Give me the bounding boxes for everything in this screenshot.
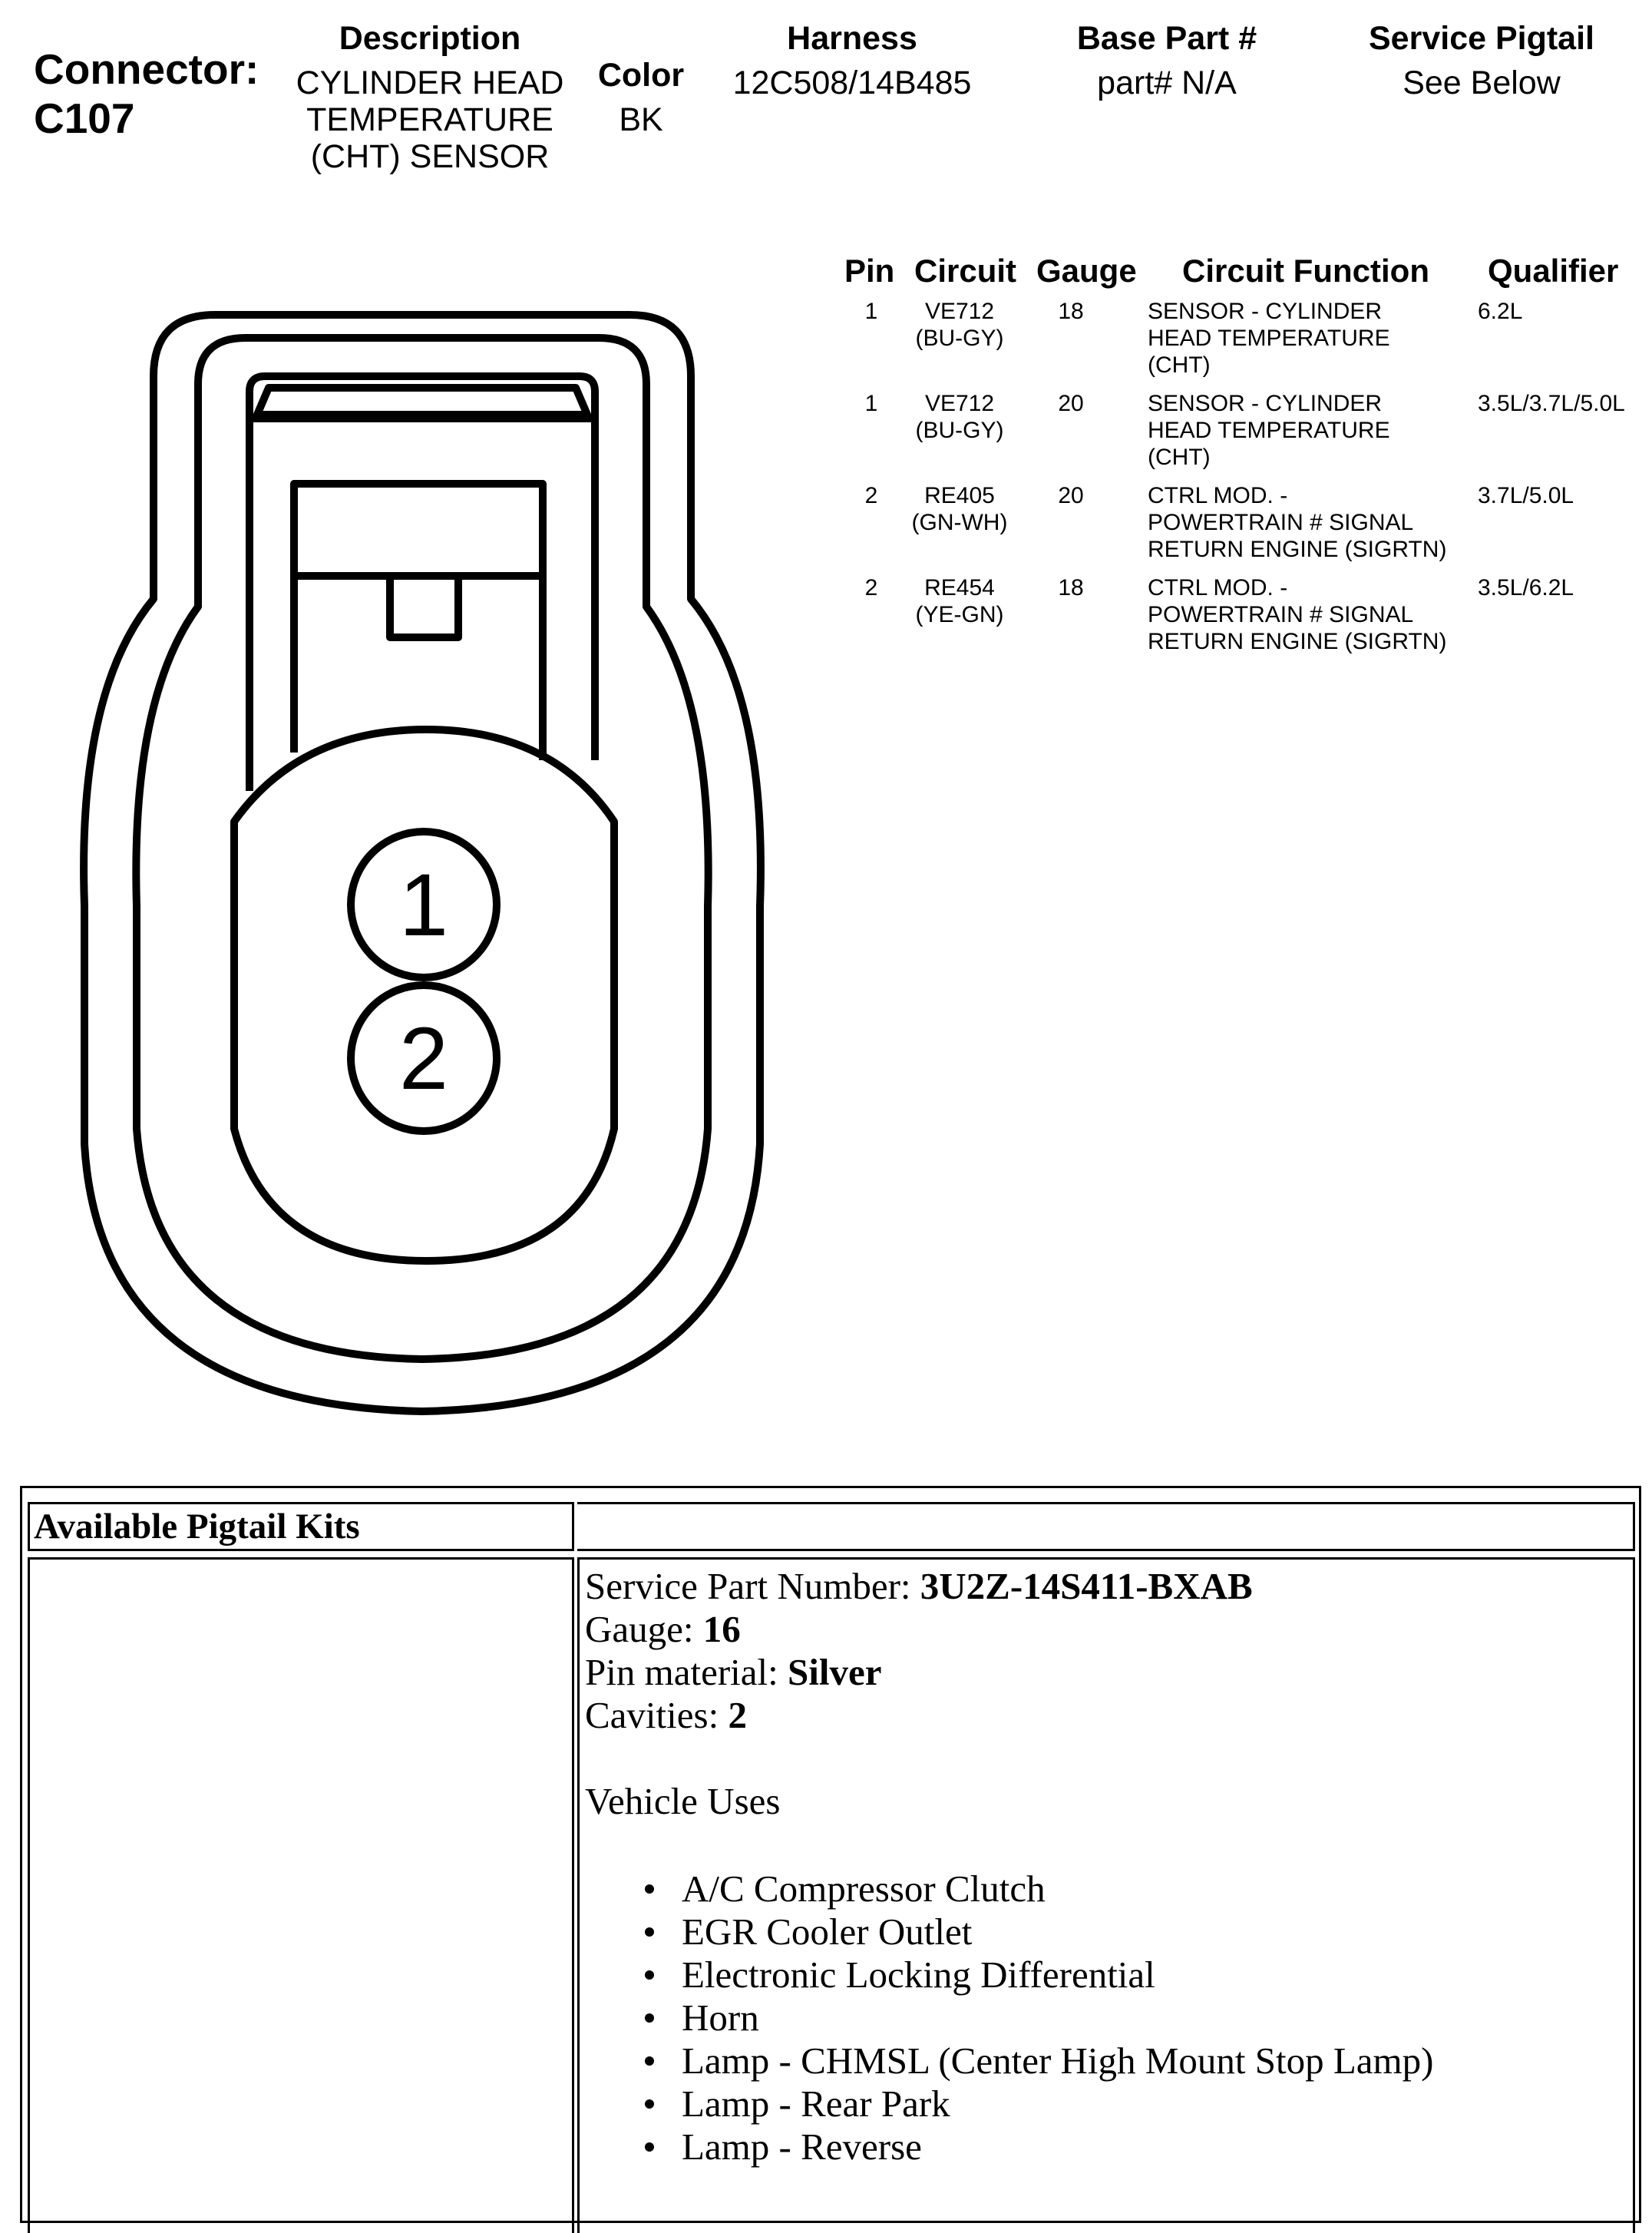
- description-value: CYLINDER HEAD TEMPERATURE (CHT) SENSOR: [292, 65, 568, 175]
- vehicle-use-item: A/C Compressor Clutch: [637, 1867, 1433, 1910]
- color-value: BK: [619, 101, 663, 138]
- service-pigtail-column: Service Pigtail See Below: [1336, 20, 1627, 101]
- circuit-cell: VE712 (BU-GY): [915, 391, 1004, 443]
- cavities-line: Cavities: 2: [585, 1694, 1253, 1737]
- harness-column: Harness 12C508/14B485: [714, 20, 990, 101]
- circuit-cell: RE454 (YE-GN): [915, 575, 1004, 627]
- housing-inner-outline: [132, 334, 712, 1363]
- vehicle-use-item: Electronic Locking Differential: [637, 1953, 1433, 1996]
- pigtail-kits-header-cell: [28, 1502, 574, 1551]
- harness-heading: Harness: [787, 20, 917, 57]
- color-column: Color BK: [583, 57, 699, 138]
- gauge-cell: 20: [1058, 483, 1084, 508]
- description-column: Description CYLINDER HEAD TEMPERATURE (C…: [292, 20, 568, 175]
- pin-cell: 2: [864, 575, 878, 600]
- cavities-label: Cavities:: [585, 1694, 729, 1736]
- description-line: TEMPERATURE: [306, 101, 553, 138]
- connector-label: Connector:: [34, 45, 259, 93]
- function-cell: CTRL MOD. - POWERTRAIN # SIGNAL RETURN E…: [1148, 575, 1447, 654]
- pigtail-kits-title: Available Pigtail Kits: [34, 1507, 360, 1547]
- base-part-value: part# N/A: [1097, 65, 1237, 101]
- pin-2-label: 2: [399, 1010, 448, 1108]
- locking-tab-notch: [386, 576, 462, 641]
- harness-value: 12C508/14B485: [732, 65, 972, 101]
- base-part-heading: Base Part #: [1076, 20, 1257, 57]
- connector-label-block: Connector: C107: [34, 45, 259, 143]
- gauge-value: 16: [702, 1608, 741, 1650]
- pin-cell: 1: [864, 299, 878, 324]
- latch-top-bar: [253, 384, 591, 418]
- pin-header: Pin: [844, 253, 895, 289]
- vehicle-uses-list: A/C Compressor Clutch EGR Cooler Outlet …: [637, 1867, 1433, 2168]
- locking-tab: [290, 480, 547, 760]
- vehicle-uses-title: Vehicle Uses: [585, 1780, 781, 1822]
- gauge-cell: 18: [1058, 299, 1084, 324]
- color-heading: Color: [597, 57, 685, 94]
- circuit-cell: RE405 (GN-WH): [911, 483, 1008, 535]
- pigtail-kit-info: Service Part Number: 3U2Z-14S411-BXAB Ga…: [585, 1565, 1253, 1737]
- function-cell: SENSOR - CYLINDER HEAD TEMPERATURE (CHT): [1148, 391, 1390, 470]
- function-cell: CTRL MOD. - POWERTRAIN # SIGNAL RETURN E…: [1148, 483, 1447, 562]
- base-part-column: Base Part # part# N/A: [1029, 20, 1305, 101]
- vehicle-use-item: Lamp - Rear Park: [637, 2082, 1433, 2125]
- vehicle-use-item: Lamp - Reverse: [637, 2125, 1433, 2168]
- pin-cell: 2: [864, 483, 878, 508]
- description-line: CYLINDER HEAD: [296, 65, 564, 101]
- pin-material-value: Silver: [788, 1651, 882, 1693]
- circuit-header: Circuit: [914, 253, 1017, 289]
- service-pigtail-value: See Below: [1403, 65, 1561, 101]
- pin-1-circle: [347, 828, 501, 981]
- pigtail-details-cell: [577, 1557, 1635, 2233]
- gauge-label: Gauge:: [585, 1608, 703, 1650]
- vehicle-use-item: Lamp - CHMSL (Center High Mount Stop Lam…: [637, 2039, 1433, 2082]
- qualifier-cell: 6.2L: [1478, 299, 1523, 324]
- pin-1-label: 1: [399, 856, 448, 954]
- cavities-value: 2: [728, 1694, 747, 1736]
- gauge-cell: 20: [1058, 391, 1084, 416]
- qualifier-cell: 3.7L/5.0L: [1478, 483, 1574, 508]
- latch-channel: [246, 372, 599, 791]
- pin-material-label: Pin material:: [585, 1651, 788, 1693]
- gauge-cell: 18: [1058, 575, 1084, 600]
- vehicle-use-item: Horn: [637, 1996, 1433, 2039]
- pin-material-line: Pin material: Silver: [585, 1651, 1253, 1694]
- circuit-function-header: Circuit Function: [1182, 253, 1429, 289]
- function-cell: SENSOR - CYLINDER HEAD TEMPERATURE (CHT): [1148, 299, 1390, 378]
- connector-id: C107: [34, 94, 135, 142]
- gauge-header: Gauge: [1036, 253, 1137, 289]
- service-pigtail-heading: Service Pigtail: [1369, 20, 1594, 57]
- connector-face-diagram: 1 2: [80, 311, 765, 1415]
- pin-cell: 1: [864, 391, 878, 416]
- service-part-value: 3U2Z-14S411-BXAB: [920, 1565, 1253, 1607]
- pigtail-kits-header-cell-empty: [577, 1502, 1635, 1551]
- housing-outer-outline: [80, 311, 765, 1415]
- qualifier-cell: 3.5L/6.2L: [1478, 575, 1574, 600]
- circuit-cell: VE712 (BU-GY): [915, 299, 1004, 351]
- service-part-label: Service Part Number:: [585, 1565, 920, 1607]
- description-line: (CHT) SENSOR: [310, 138, 550, 175]
- qualifier-cell: 3.5L/3.7L/5.0L: [1478, 391, 1625, 416]
- service-part-line: Service Part Number: 3U2Z-14S411-BXAB: [585, 1565, 1253, 1608]
- pigtail-image-cell: [28, 1557, 574, 2233]
- description-heading: Description: [339, 20, 521, 57]
- pin-2-circle: [347, 981, 501, 1135]
- qualifier-header: Qualifier: [1488, 253, 1619, 289]
- vehicle-use-item: EGR Cooler Outlet: [637, 1910, 1433, 1953]
- gauge-line: Gauge: 16: [585, 1608, 1253, 1651]
- cavity-face: [230, 726, 618, 1265]
